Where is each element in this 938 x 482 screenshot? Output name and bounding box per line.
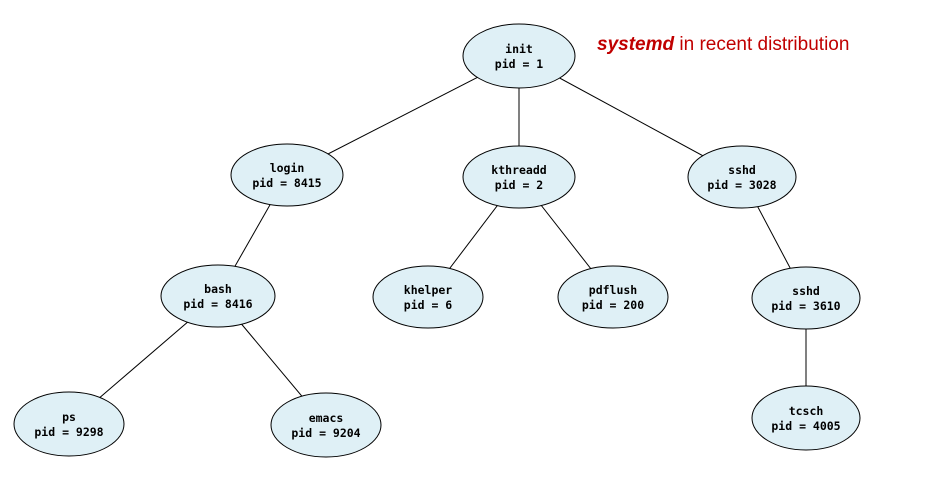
systemd-annotation: systemd in recent distribution (597, 33, 849, 57)
process-pid: pid = 9298 (34, 425, 103, 439)
process-pid: pid = 2 (495, 178, 543, 192)
edges-layer (68, 55, 807, 426)
process-name: bash (204, 282, 232, 296)
process-name: ps (62, 410, 76, 424)
process-pid: pid = 8416 (183, 297, 252, 311)
process-node-ellipse (13, 391, 125, 457)
process-node-ellipse (270, 392, 382, 458)
process-name: kthreadd (491, 163, 546, 177)
process-pid: pid = 4005 (771, 419, 840, 433)
process-name: sshd (792, 284, 820, 298)
process-node-ellipse (462, 23, 576, 89)
process-name: sshd (728, 163, 756, 177)
annotation-emphasis: systemd (597, 34, 675, 55)
process-name: khelper (404, 283, 453, 297)
process-pid: pid = 9204 (291, 426, 360, 440)
annotation-text: in recent distribution (679, 34, 850, 55)
process-node-ellipse (230, 143, 344, 207)
process-node-ellipse (462, 145, 576, 209)
process-pid: pid = 3028 (707, 178, 776, 192)
process-pid: pid = 8415 (252, 176, 321, 190)
process-name: emacs (309, 411, 344, 425)
process-node-ellipse (687, 145, 797, 209)
process-node-ellipse (160, 264, 276, 328)
process-node-ellipse (557, 265, 669, 329)
process-node-ellipse (751, 266, 861, 330)
process-pid: pid = 1 (495, 57, 544, 71)
process-name: tcsch (789, 404, 824, 418)
process-name: login (270, 161, 305, 175)
process-node-ellipse (372, 265, 484, 329)
process-node-ellipse (751, 385, 861, 451)
process-pid: pid = 3610 (771, 299, 840, 313)
process-name: init (505, 42, 533, 56)
process-pid: pid = 6 (404, 298, 453, 312)
process-pid: pid = 200 (582, 298, 644, 312)
process-name: pdflush (589, 283, 638, 297)
